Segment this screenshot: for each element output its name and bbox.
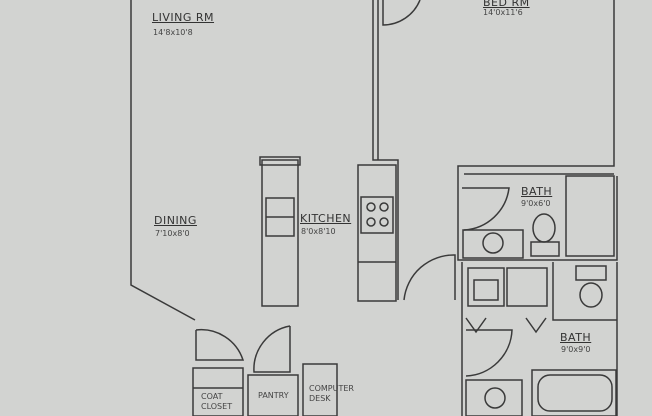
- coat-closet-door: [195, 328, 245, 361]
- pantry: [247, 374, 299, 416]
- bath2-label: BATH: [560, 331, 592, 344]
- bath1-label: BATH: [521, 185, 553, 198]
- bath1-toilet: [532, 213, 556, 243]
- stove: [360, 196, 394, 234]
- bedroom-label: BED RM: [483, 0, 530, 9]
- bath1-wall: [457, 176, 618, 261]
- coat-closet: [192, 367, 244, 416]
- bath1-vanity: [462, 229, 524, 259]
- dining-size: 7'10x8'0: [155, 229, 190, 238]
- living-room-label: LIVING RM: [152, 11, 215, 24]
- kitchen-label: KITCHEN: [300, 212, 352, 225]
- kitchen-island: [261, 159, 299, 307]
- bath2-vanity: [465, 379, 523, 416]
- kitchen-counter: [357, 164, 397, 302]
- bath2-toilet: [579, 282, 603, 308]
- bathtub: [531, 369, 617, 416]
- bath2-size: 9'0x9'0: [561, 345, 591, 354]
- dryer: [506, 267, 548, 307]
- pantry-label: PANTRY: [258, 391, 289, 400]
- computer-desk-label: COMPUTER DESK: [309, 384, 354, 403]
- bedroom-size: 14'0x11'6: [483, 8, 523, 17]
- bath1-door: [462, 187, 510, 231]
- living-room-size: 14'8x10'8: [153, 28, 193, 37]
- bedroom-door: [382, 0, 421, 26]
- dining-label: DINING: [154, 214, 197, 227]
- hall-door: [403, 254, 456, 301]
- living-wall: [130, 0, 196, 321]
- bath1-shower: [565, 175, 615, 257]
- bifold-door: [465, 317, 547, 334]
- bedroom-wall: [457, 0, 615, 178]
- kitchen-size: 8'0x8'10: [301, 227, 336, 236]
- washer: [467, 267, 505, 307]
- bath1-size: 9'0x6'0: [521, 199, 551, 208]
- bath2-door: [465, 329, 513, 377]
- partition-wall: [372, 0, 399, 300]
- computer-desk: [302, 363, 338, 416]
- pantry-door: [253, 325, 291, 373]
- coat-closet-label: COAT CLOSET: [201, 392, 233, 411]
